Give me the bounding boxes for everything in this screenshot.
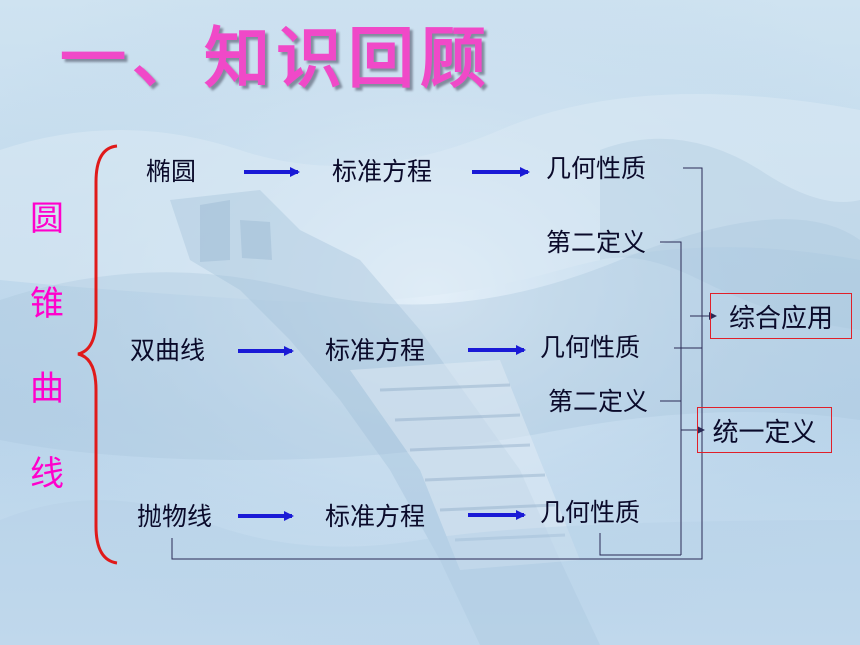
connector-ellipse-definition [660,241,682,555]
box-application: 综合应用 [710,293,852,339]
connector-ellipse-property [683,167,703,555]
node-ellipse-definition: 第二定义 [546,228,647,257]
node-ellipse-property: 几何性质 [546,154,647,183]
side-label-char-4: 线 [30,454,64,494]
connector-parabola-bottom [171,538,703,560]
node-ellipse: 椭圆 [146,157,197,186]
curly-brace [77,144,118,565]
node-parabola: 抛物线 [137,502,213,531]
node-hyperbola-definition: 第二定义 [548,387,649,416]
node-hyperbola-property: 几何性质 [540,333,641,362]
side-label-char-2: 锥 [30,284,64,324]
box-unified-definition: 统一定义 [697,407,832,453]
side-label-char-1: 圆 [30,199,64,239]
page-title: 一、知识回顾 [60,20,492,97]
node-parabola-property: 几何性质 [540,498,641,527]
node-ellipse-equation: 标准方程 [332,157,433,186]
side-label-char-3: 曲 [30,369,64,409]
node-parabola-equation: 标准方程 [325,502,426,531]
node-hyperbola: 双曲线 [130,336,206,365]
node-hyperbola-equation: 标准方程 [325,336,426,365]
connector-parabola-property [599,533,681,556]
